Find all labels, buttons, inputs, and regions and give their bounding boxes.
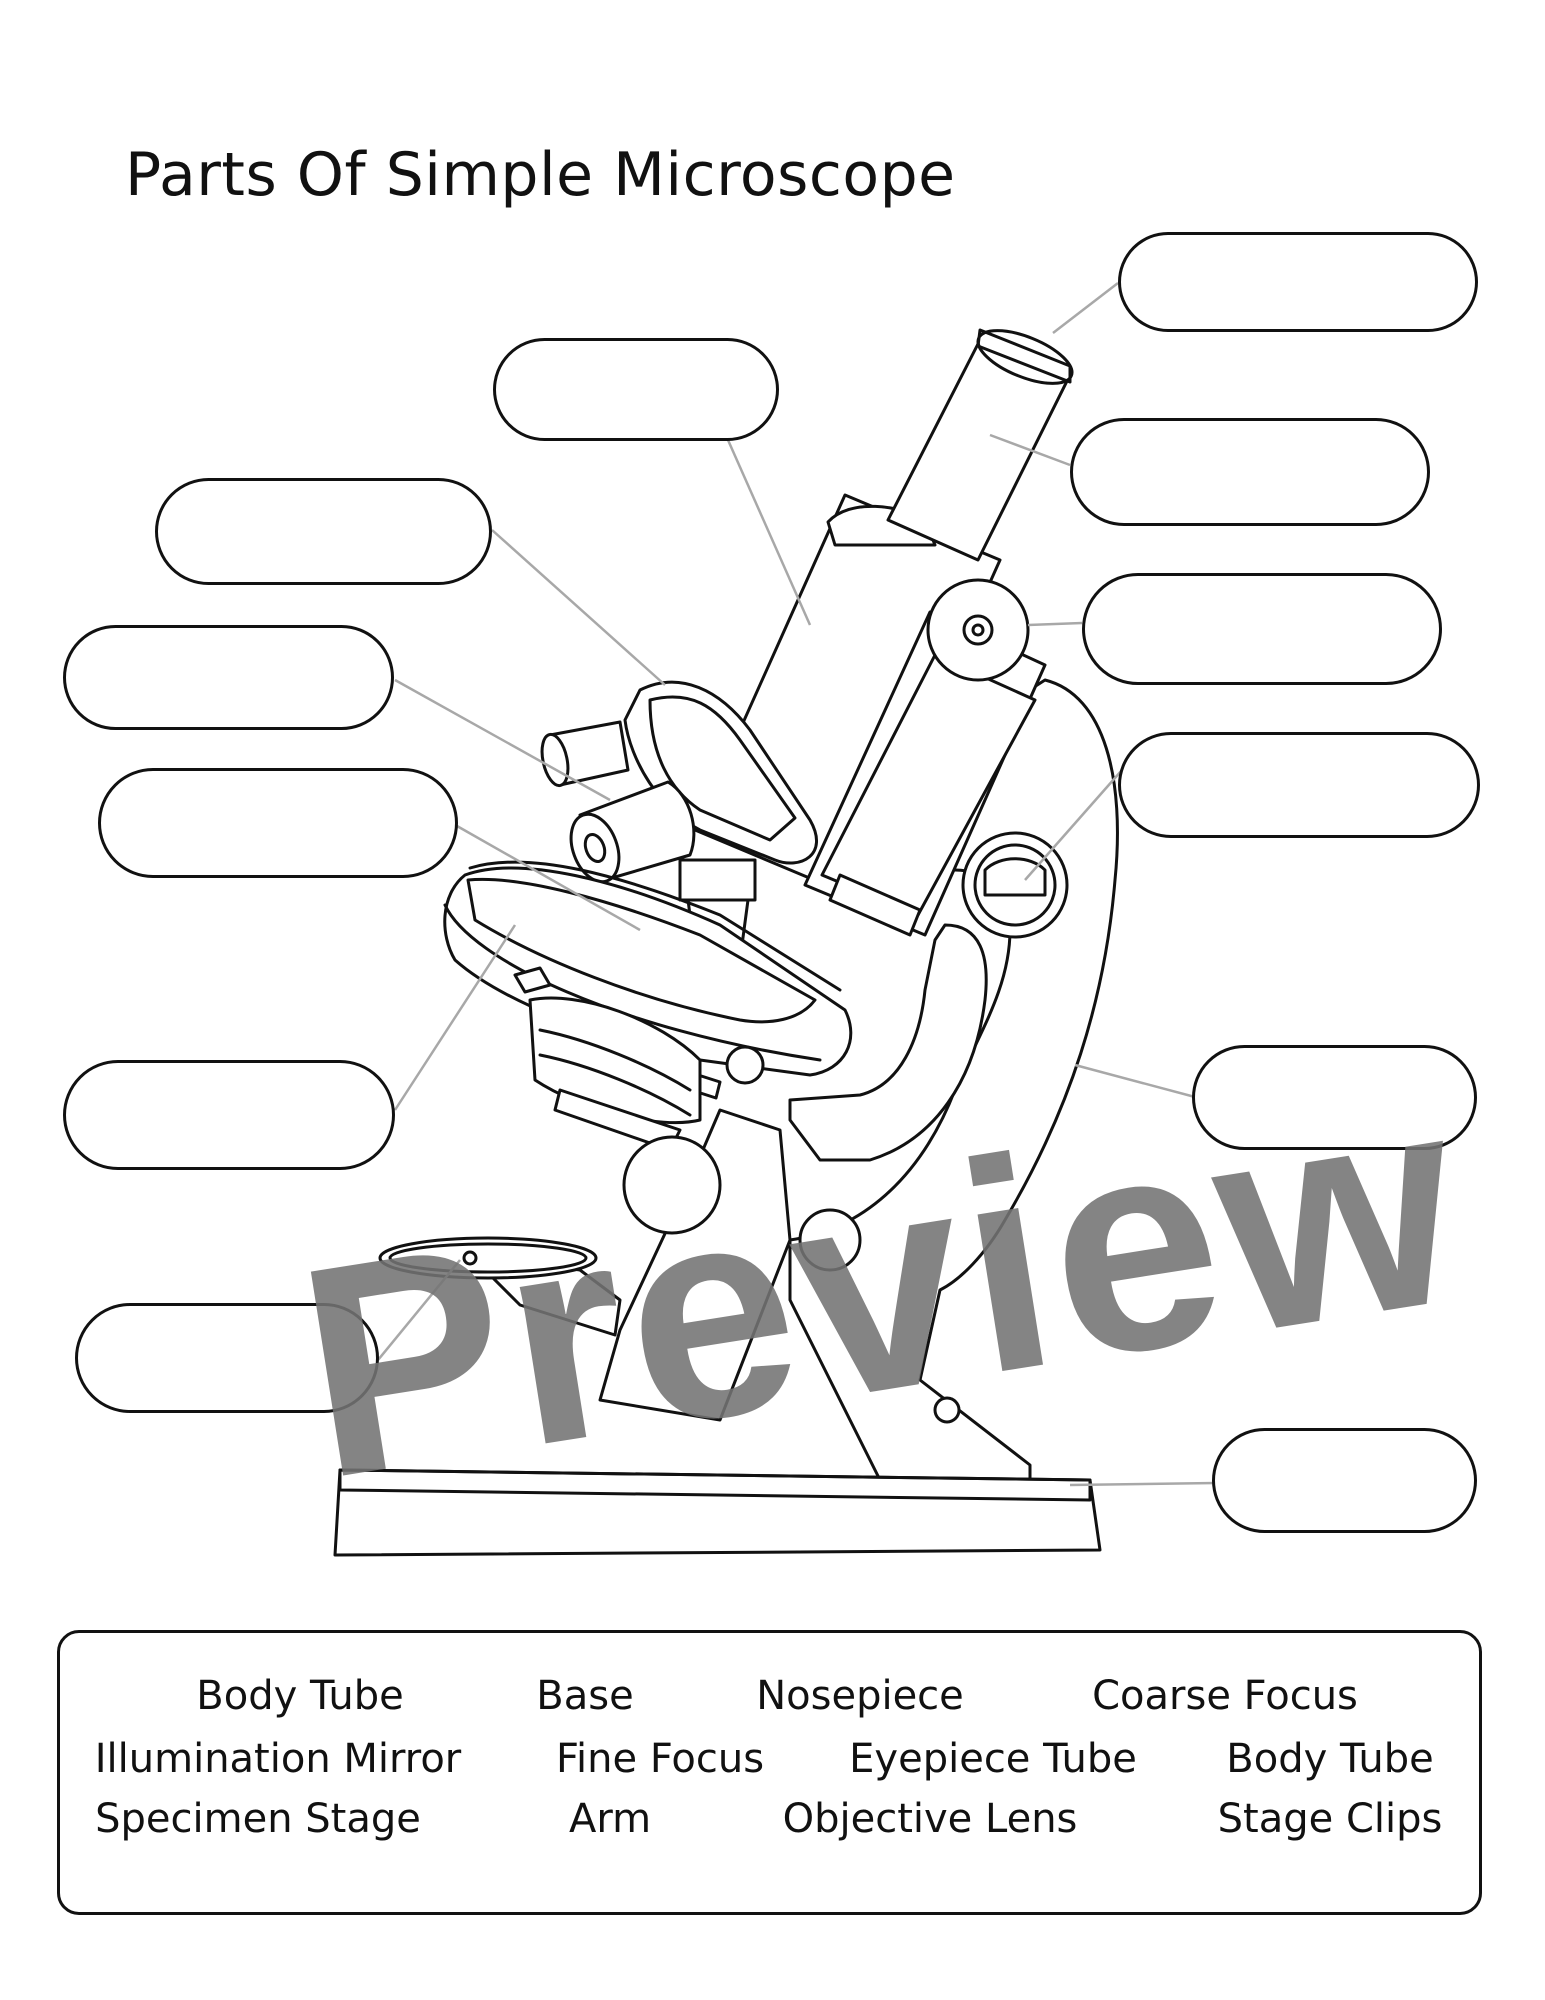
leader-lines (377, 282, 1217, 1487)
page-title: Parts Of Simple Microscope (125, 140, 956, 210)
arm-opening (788, 923, 988, 1162)
label-box-nosepiece[interactable] (155, 478, 492, 585)
label-box-body-tube[interactable] (493, 338, 779, 441)
word-bank-item: Nosepiece (756, 1673, 964, 1719)
word-bank-item: Base (536, 1673, 634, 1719)
label-box-eyepiece[interactable] (1118, 232, 1478, 332)
label-box-eyepiece-tube[interactable] (1070, 418, 1430, 526)
label-box-coarse-focus[interactable] (1118, 732, 1480, 838)
word-bank-item: Objective Lens (782, 1796, 1078, 1842)
word-bank-item: Arm (568, 1796, 652, 1842)
label-box-arm[interactable] (1192, 1045, 1477, 1150)
label-box-objective-lens[interactable] (63, 625, 394, 730)
word-bank-item: Fine Focus (555, 1736, 765, 1782)
base (333, 1468, 1102, 1557)
word-bank-item: Body Tube (196, 1673, 404, 1719)
word-bank-item: Body Tube (1226, 1736, 1434, 1782)
objective-lens-down (678, 858, 757, 902)
stage-focus-knob (622, 1135, 722, 1235)
word-bank-item: Illumination Mirror (94, 1736, 462, 1782)
label-box-illumination-mirror[interactable] (75, 1303, 379, 1413)
label-box-base[interactable] (1212, 1428, 1477, 1533)
specimen-stage (443, 866, 853, 1077)
word-bank-item: Eyepiece Tube (849, 1736, 1137, 1782)
label-box-fine-focus[interactable] (1082, 573, 1442, 685)
word-bank: Body Tube Base Nosepiece Coarse Focus Il… (57, 1630, 1482, 1915)
word-bank-item: Coarse Focus (1092, 1673, 1358, 1719)
label-box-specimen-stage[interactable] (63, 1060, 395, 1170)
stage-clip (513, 966, 552, 994)
label-box-stage-clips[interactable] (98, 768, 458, 878)
word-bank-item: Stage Clips (1217, 1796, 1443, 1842)
nosepiece (623, 680, 818, 865)
word-bank-item: Specimen Stage (95, 1796, 421, 1842)
